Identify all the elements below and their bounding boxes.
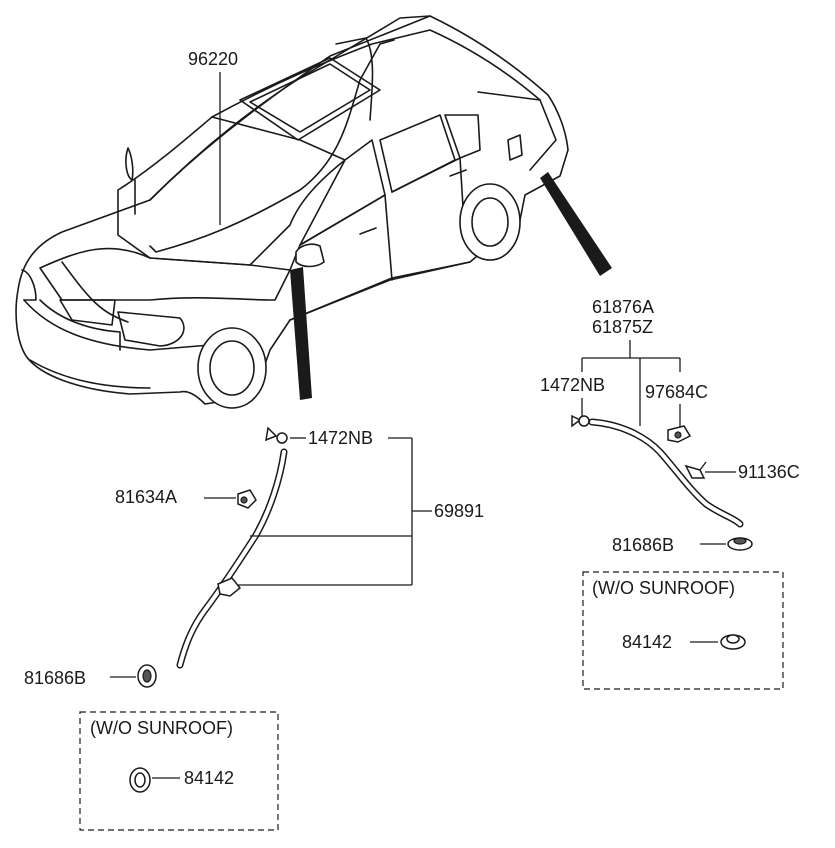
clip-81634a bbox=[237, 489, 257, 509]
label-84142-right: 84142 bbox=[622, 632, 672, 652]
clip-97684c bbox=[667, 425, 692, 443]
label-96220: 96220 bbox=[188, 49, 238, 69]
label-84142-left: 84142 bbox=[184, 768, 234, 788]
grommet-81686b-left bbox=[137, 664, 157, 688]
clip-lower-left bbox=[217, 577, 242, 597]
clip-1472nb-right bbox=[571, 414, 590, 428]
grommet-81686b-right bbox=[727, 537, 753, 551]
label-69891: 69891 bbox=[434, 501, 484, 521]
bracket-69891 bbox=[238, 437, 432, 586]
label-61875z: 61875Z bbox=[592, 317, 653, 337]
clip-1472nb-left bbox=[265, 426, 288, 444]
box-wo-sunroof-right bbox=[582, 571, 784, 690]
plug-84142-right bbox=[720, 634, 746, 650]
plug-84142-left bbox=[129, 767, 151, 793]
car-illustration bbox=[15, 15, 612, 409]
label-81686b-left: 81686B bbox=[24, 668, 86, 688]
label-81634a: 81634A bbox=[115, 487, 177, 507]
right-hose-assembly bbox=[588, 418, 744, 528]
label-91136c: 91136C bbox=[738, 462, 800, 482]
left-hose-assembly bbox=[176, 448, 288, 669]
label-97684c: 97684C bbox=[645, 382, 708, 402]
box-wo-sunroof-left bbox=[79, 711, 279, 831]
label-81686b-right: 81686B bbox=[612, 535, 674, 555]
note-wo-sunroof-left: (W/O SUNROOF) bbox=[90, 718, 233, 738]
label-1472nb-left: 1472NB bbox=[308, 428, 373, 448]
label-1472nb-right: 1472NB bbox=[540, 375, 605, 395]
clip-91136c bbox=[684, 461, 707, 479]
bracket-61876a bbox=[581, 340, 681, 428]
label-61876a: 61876A bbox=[592, 297, 654, 317]
note-wo-sunroof-right: (W/O SUNROOF) bbox=[592, 578, 735, 598]
